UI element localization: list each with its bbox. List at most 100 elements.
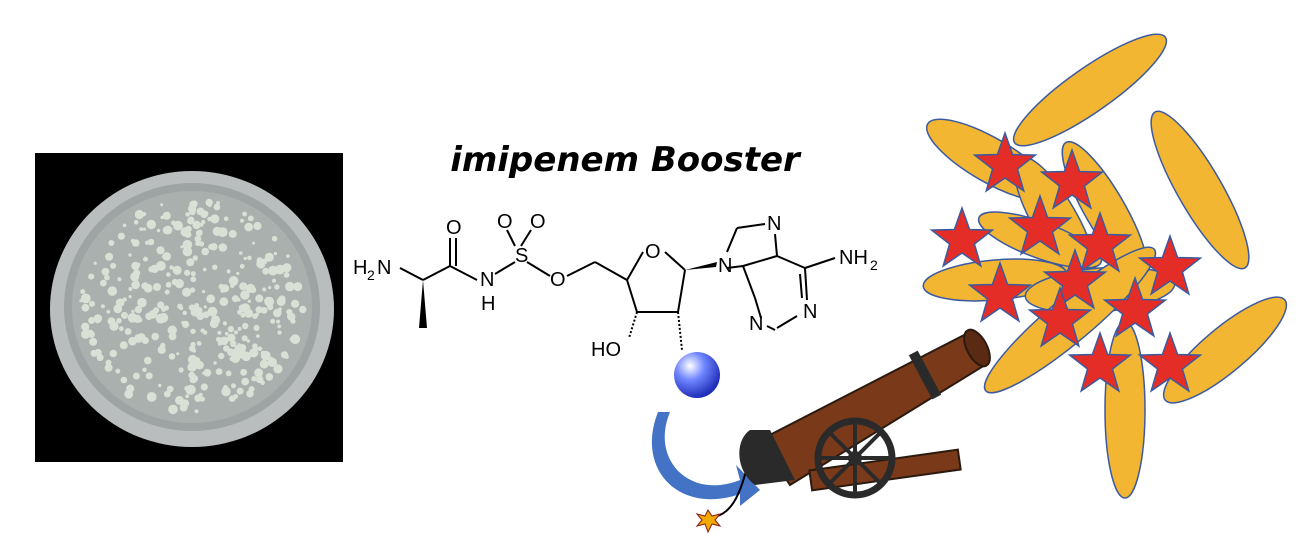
colony [222,321,227,326]
colony [199,222,204,227]
colony [236,387,244,395]
colony [109,349,118,358]
colony [190,276,197,283]
colony [128,336,137,346]
colony [253,221,262,231]
colony [156,261,166,271]
colony [239,251,243,255]
colony [79,299,83,303]
star-icon [929,205,995,268]
star-icon [1137,233,1203,296]
colony [201,247,209,256]
colony [141,336,149,345]
chemical-structure: H 2 N O N H S O O O O HO N N N N NH 2 [353,211,878,361]
colony [142,212,147,217]
colony [223,345,230,352]
colony [162,252,171,261]
bacterium-rod [1150,110,1250,270]
amine-h-subscript: 2 [367,267,375,283]
colony [197,362,204,369]
colony [194,303,200,309]
colony [88,317,96,324]
colony [217,330,222,335]
colony [204,211,209,216]
colony [264,296,275,307]
colony [230,340,237,347]
amide-h: H [481,293,495,315]
colony [185,394,190,399]
colony [260,380,265,385]
colony [255,306,263,314]
colony [128,295,132,299]
colony [88,273,95,280]
colony [195,241,201,246]
petri-dish-image [35,153,343,462]
diagram-title: imipenem Booster [450,140,800,180]
colony [192,255,198,261]
colony [265,373,274,381]
colony [194,235,202,243]
colony [203,305,207,309]
sulfur-atom: S [515,245,528,267]
colony [182,246,193,257]
colony [213,203,221,211]
bacterium-rod [1162,296,1288,404]
colony [115,298,125,307]
colony [202,290,206,294]
hydroxyl-label: HO [591,339,621,361]
colony [238,344,247,352]
colony [186,258,195,267]
colony [105,359,112,366]
colony [278,295,286,303]
colony [81,303,90,312]
colony [228,395,236,402]
colony [132,239,140,247]
bacterium-rod [1012,33,1168,147]
colony [221,386,231,397]
colony [194,357,201,363]
star-icon [1007,193,1073,256]
colony [243,256,247,261]
bacterium-rod [1104,321,1146,499]
colony [262,267,270,275]
colony [184,385,190,391]
colony [107,286,118,296]
colony [158,383,162,388]
colony [147,238,155,246]
star-icon [1027,285,1093,348]
amine-h: H [353,257,367,279]
colony [202,267,207,272]
colony [187,216,195,224]
colony [190,328,196,334]
colony [212,226,222,236]
colony [231,295,239,303]
colony [262,287,267,292]
colony [247,255,252,261]
colony [239,263,245,269]
colony [195,229,203,237]
colony [259,359,269,369]
colony [139,227,144,231]
colony [167,327,174,334]
colony [168,353,176,360]
colony [223,385,228,390]
colony [104,274,110,281]
purine-n9: N [718,255,732,277]
colony [160,342,166,349]
colony [240,290,250,300]
colony [146,219,156,230]
colony [115,368,121,374]
purine-n3: N [749,313,763,335]
colony [244,308,254,318]
colony [195,307,203,314]
colony [127,313,138,323]
colony [93,261,97,265]
colony [254,368,264,378]
colony [260,307,268,314]
colony [80,293,91,304]
colony [251,376,257,382]
colony [283,272,290,278]
star-icon [1067,210,1133,273]
colony [191,374,197,379]
colony [228,229,237,238]
